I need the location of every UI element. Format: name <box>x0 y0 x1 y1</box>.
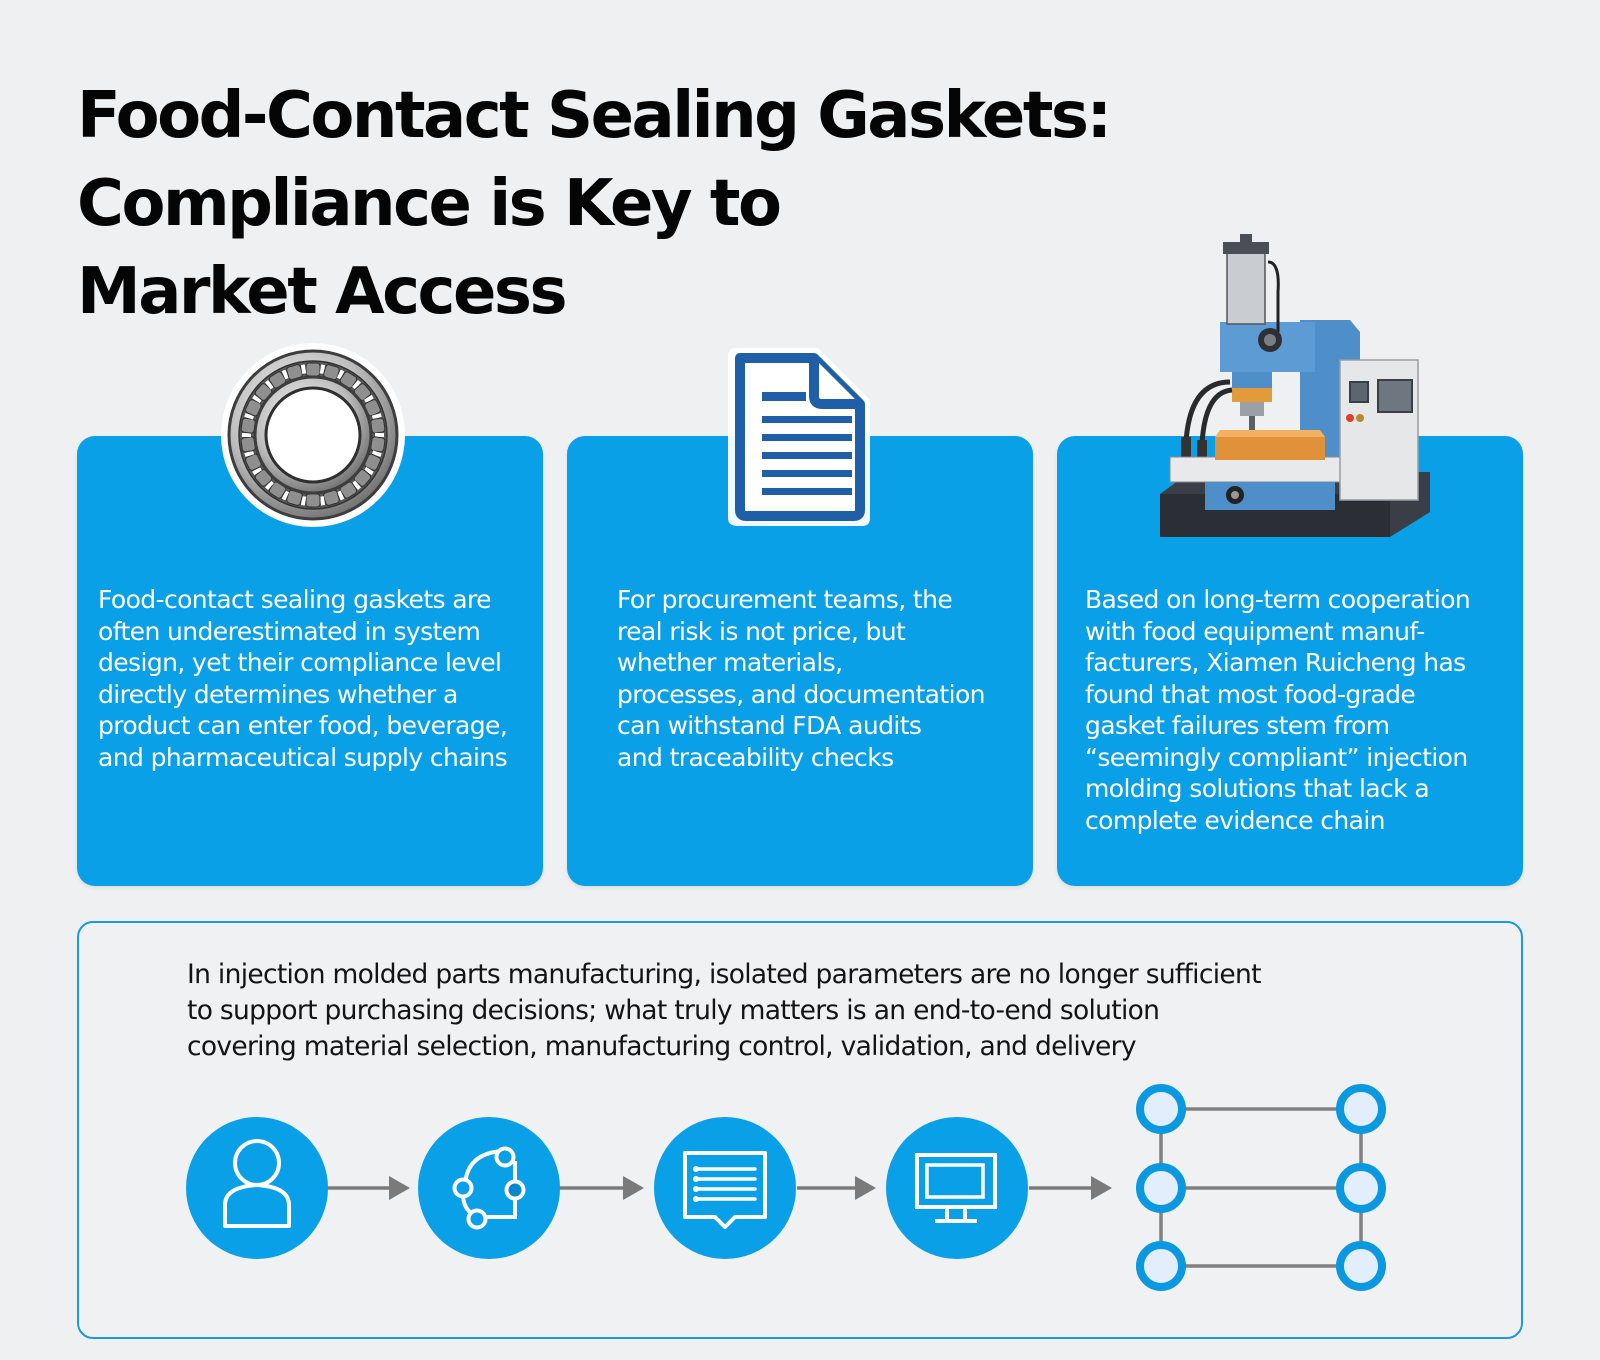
title-line: Compliance is Key to <box>77 167 782 241</box>
card-line: gasket failures stem from <box>1085 711 1390 740</box>
card-line: product can enter food, beverage, <box>98 711 508 740</box>
bearing-roller <box>240 417 256 434</box>
card-line: Based on long-term cooperation <box>1085 585 1471 614</box>
flow-arrow <box>559 1176 644 1200</box>
card-line: facturers, Xiamen Ruicheng has <box>1085 648 1466 677</box>
card-line: design, yet their compliance level <box>98 648 502 677</box>
bearing-roller <box>305 362 321 377</box>
network-nodes-icon <box>418 1117 560 1259</box>
card-line: can withstand FDA audits <box>617 711 922 740</box>
bearing-cage-gap <box>244 413 255 420</box>
bearing-cage-gap <box>244 450 255 457</box>
bearing-cage-gap <box>281 490 290 501</box>
card-line: real risk is not price, but <box>617 616 906 646</box>
bearing-cage-gap <box>336 490 345 501</box>
user-icon <box>186 1117 328 1259</box>
bearing-cage-gap <box>252 466 262 476</box>
summary-text: In injection molded parts manufacturing,… <box>187 957 1261 1065</box>
card-line: complete evidence chain <box>1085 805 1386 835</box>
card-line: molding solutions that lack a <box>1085 774 1430 803</box>
card-text: Food-contact sealing gaskets are often u… <box>98 584 508 773</box>
bearing-cage-gap <box>336 369 345 380</box>
card-line: “seemingly compliant” injection <box>1085 742 1468 772</box>
card-line: For procurement teams, the <box>617 585 953 614</box>
summary-line: covering material selection, manufacturi… <box>187 1031 1137 1062</box>
card-line: found that most food-grade <box>1085 679 1416 709</box>
summary-line: In injection molded parts manufacturing,… <box>187 959 1261 990</box>
card-line: whether materials, <box>617 648 843 677</box>
checklist-message-icon <box>654 1117 796 1259</box>
card-line: Food-contact sealing gaskets are <box>98 585 492 614</box>
bearing-roller <box>305 493 321 508</box>
bearing-cage-gap <box>242 433 251 437</box>
bearing-cage-gap <box>364 394 374 404</box>
bearing-cage-gap <box>252 394 262 404</box>
card-text: For procurement teams, the real risk is … <box>617 584 986 773</box>
bearing-cage-gap <box>364 466 374 476</box>
flow-arrow <box>323 1176 410 1200</box>
title-line: Food-Contact Sealing Gaskets: <box>77 79 1112 153</box>
monitor-icon <box>886 1117 1028 1259</box>
bearing-cage-gap <box>264 380 274 390</box>
bearing-roller <box>240 436 256 453</box>
bearing-cage-gap <box>352 480 362 490</box>
card-line: and traceability checks <box>617 742 894 772</box>
bearing-cage-gap <box>371 450 382 457</box>
summary-line: to support purchasing decisions; what tr… <box>187 995 1160 1026</box>
document-icon <box>720 340 880 530</box>
card-line: processes, and documentation <box>617 679 986 709</box>
flow-arrow <box>1029 1176 1112 1200</box>
bearing-cage-gap <box>371 413 382 420</box>
node-grid-icon <box>1136 1084 1386 1291</box>
card-text: Based on long-term cooperation with food… <box>1085 584 1471 836</box>
card-line: often underestimated in system <box>98 616 481 646</box>
flow-arrow <box>797 1176 876 1200</box>
injection-machine-icon <box>1150 232 1440 552</box>
bearing-cage-gap <box>281 369 290 380</box>
page-title: Food-Contact Sealing Gaskets: Compliance… <box>77 72 1327 336</box>
bearing-cage-gap <box>352 380 362 390</box>
bearing-cage-gap <box>300 496 307 506</box>
bearing-roller <box>370 417 386 434</box>
card-line: and pharmaceutical supply chains <box>98 742 508 772</box>
info-card-procurement: For procurement teams, the real risk is … <box>567 436 1033 886</box>
bearing-cage-gap <box>375 433 384 437</box>
title-line: Market Access <box>77 255 568 329</box>
bearing-cage-gap <box>319 496 326 506</box>
bearing-icon <box>220 342 406 528</box>
card-line: with food equipment manuf- <box>1085 616 1425 646</box>
card-line: directly determines whether a <box>98 679 458 709</box>
bearing-cage-gap <box>264 480 274 490</box>
summary-panel: In injection molded parts manufacturing,… <box>77 921 1523 1339</box>
bearing-cage-gap <box>319 364 326 374</box>
process-flow <box>186 1084 1386 1291</box>
bearing-roller <box>370 436 386 453</box>
bearing-cage-gap <box>300 364 307 374</box>
